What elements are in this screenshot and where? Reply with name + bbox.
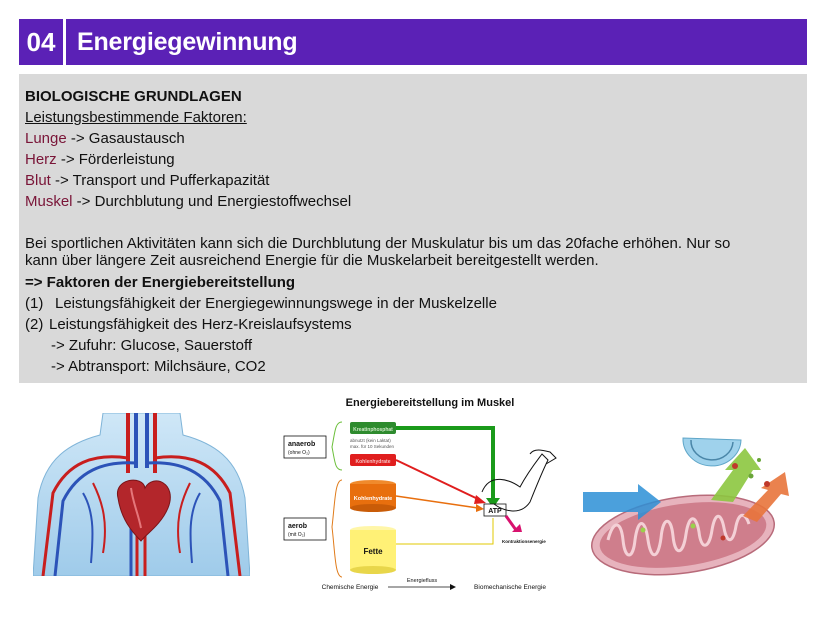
paragraph: Bei sportlichen Aktivitäten kann sich di…: [25, 235, 801, 269]
factor-text: -> Gasaustausch: [66, 130, 185, 147]
factor-item: Lunge -> Gasaustausch: [25, 128, 801, 149]
cylinder-bottom: [350, 504, 396, 512]
aerob-label: aerob: [288, 523, 307, 530]
paragraph-line: Bei sportlichen Aktivitäten kann sich di…: [25, 235, 731, 252]
biomechanische-energie-label: Biomechanische Energie: [474, 584, 546, 591]
factor-item: Herz -> Förderleistung: [25, 149, 801, 170]
output-arrow-orange: [743, 472, 789, 522]
slide-title: Energiegewinnung: [77, 27, 298, 56]
factor-item: Muskel -> Durchblutung und Energiestoffw…: [25, 191, 801, 212]
cristae: [606, 513, 751, 557]
factor-keyword: Muskel: [25, 193, 73, 210]
factor-item: Blut -> Transport und Pufferkapazität: [25, 170, 801, 191]
factor-keyword: Herz: [25, 151, 57, 168]
flow-arrow: [396, 518, 494, 545]
slide-header: 04 Energiegewinnung: [19, 19, 807, 65]
list-number: (2): [25, 316, 44, 333]
cylinder-label: Kohlenhydrate: [354, 496, 393, 502]
aerob-sub-label: (mit O₂): [288, 532, 306, 538]
anaerob-bracket: [331, 421, 343, 471]
factor-keyword: Blut: [25, 172, 51, 189]
aerob-box: [283, 517, 327, 541]
list-number: (1): [25, 295, 44, 312]
kreatinphosphat-box: [350, 422, 396, 434]
list-text: Leistungsfähigkeit des Herz-Kreislaufsys…: [49, 316, 352, 333]
kohlenhydrate-label: Kohlenhydrate: [355, 459, 390, 465]
fette-cylinder: [350, 530, 396, 570]
fist-outline: [529, 449, 557, 465]
anaerob-sub-label: (ohne O₂): [288, 450, 310, 456]
flow-arrow: [395, 495, 479, 509]
output-arrow-green: [711, 448, 761, 502]
content-panel: BIOLOGISCHE GRUNDLAGEN Leistungsbestimme…: [19, 74, 807, 383]
header-divider: [63, 19, 66, 65]
section-heading: BIOLOGISCHE GRUNDLAGEN: [25, 88, 242, 105]
energiefluss-label: Energiefluss: [407, 578, 438, 584]
note-line: abnutzt (kein Laktat): [350, 438, 391, 443]
arrowhead: [474, 495, 486, 504]
flow-arrow: [395, 459, 481, 501]
list-item: (1) Leistungsfähigkeit der Energiegewinnu…: [25, 293, 801, 314]
arrowhead: [486, 498, 500, 508]
factor-text: -> Transport und Pufferkapazität: [50, 172, 270, 189]
anaerob-box: [283, 435, 327, 459]
kontraktion-label: Kontraktionsenergie: [502, 539, 546, 544]
factors-subheading: Leistungsbestimmende Faktoren:: [25, 109, 247, 126]
mitochondrion-illustration: [583, 430, 793, 580]
kreatinphosphat-label: Kreatinphosphat: [353, 427, 393, 433]
list-text: Leistungsfähigkeit der Energiegewinnungs…: [55, 295, 497, 312]
sublist-item: -> Zufuhr: Glucose, Sauerstoff: [51, 337, 253, 354]
sublist-item: -> Abtransport: Milchsäure, CO2: [51, 358, 266, 375]
anaerob-label: anaerob: [288, 441, 315, 448]
arrowhead: [476, 504, 484, 512]
energy-diagram: Energiebereitstellung im Muskel anaerob …: [283, 397, 557, 591]
arrowhead: [450, 584, 456, 590]
mitochondrion-inner: [599, 502, 767, 568]
membrane-fragment: [682, 437, 742, 467]
slide-number: 04: [26, 26, 56, 57]
atp-label: ATP: [488, 508, 502, 515]
list-item: (2) Leistungsfähigkeit des Herz-Kreislauf…: [25, 314, 801, 335]
cylinder-label: Fette: [363, 547, 383, 556]
chemische-energie-label: Chemische Energie: [322, 584, 379, 591]
factor-keyword: Lunge: [25, 130, 67, 147]
heart-circulation-illustration: [33, 413, 250, 576]
paragraph-line: kann über längere Zeit ausreichend Energ…: [25, 252, 599, 269]
arrowhead: [512, 524, 522, 532]
factor-text: -> Förderleistung: [56, 151, 175, 168]
cylinder-bottom: [350, 566, 396, 574]
input-arrow: [583, 484, 661, 520]
aerob-bracket: [331, 479, 343, 578]
factor-text: -> Durchblutung und Energiestoffwechsel: [72, 193, 352, 210]
spacer: [25, 212, 801, 233]
kohlenhydrate-box: [350, 454, 396, 466]
arm-outline: [481, 453, 549, 512]
flow-arrow: [396, 426, 495, 500]
note-line: max. für 10 Sekunden: [350, 444, 395, 449]
diagram-title: Energiebereitstellung im Muskel: [346, 397, 515, 409]
flow-arrow: [504, 515, 518, 531]
conclusion-heading: => Faktoren der Energiebereitstellung: [25, 274, 296, 291]
